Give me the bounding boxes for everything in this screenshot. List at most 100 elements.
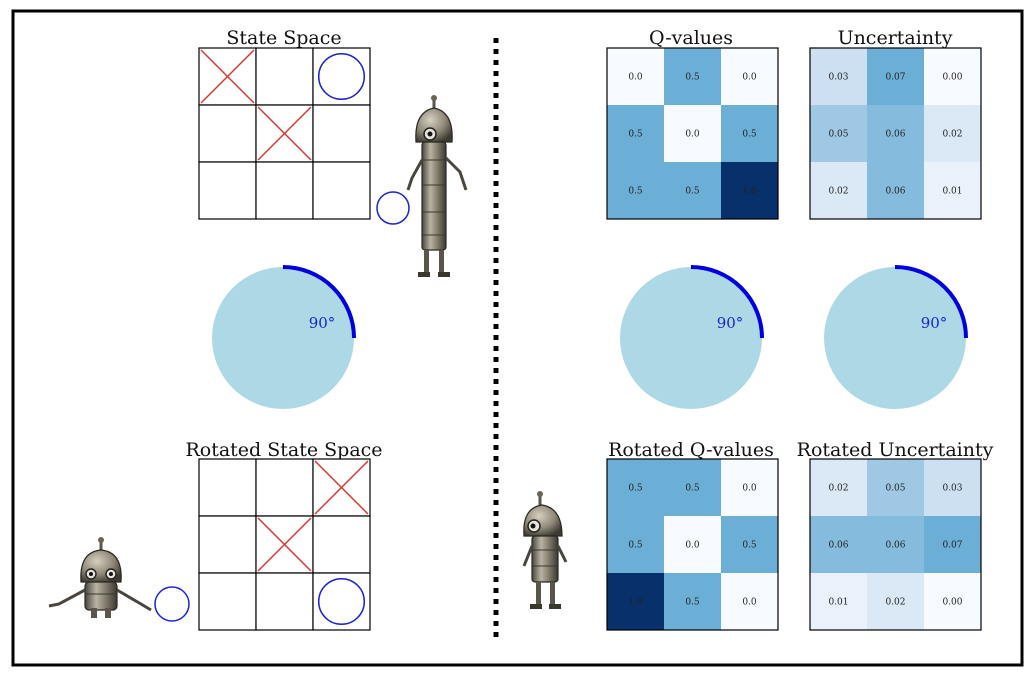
rotated-q-values-cell: 0.5 xyxy=(664,459,722,517)
rotated-uncertainty-value: 0.02 xyxy=(828,484,848,494)
uncertainty-value: 0.02 xyxy=(942,130,962,140)
rotated-uncertainty-cell: 0.02 xyxy=(810,459,868,517)
rotated-state-grid xyxy=(199,459,370,630)
uncertainty-value: 0.03 xyxy=(828,73,848,83)
uncertainty-value: 0.06 xyxy=(885,187,905,197)
rotated-q-values-value: 0.5 xyxy=(685,484,700,494)
q-values-value: 0.5 xyxy=(628,187,643,197)
rotated-q-values-cell: 0.5 xyxy=(607,516,665,574)
rotated-state-grid-cell xyxy=(313,573,370,630)
rotated-q-values-value: 0.0 xyxy=(742,484,757,494)
q-values-cell: 1.0 xyxy=(721,162,779,220)
state-grid-cell xyxy=(313,105,370,162)
state-grid-cell xyxy=(256,48,313,105)
q-values-value: 1.0 xyxy=(742,187,757,197)
uncertainty-cell: 0.05 xyxy=(810,105,868,163)
rotated-uncertainty-value: 0.06 xyxy=(828,541,848,551)
q-values-title: Q-values xyxy=(649,27,733,49)
rotated-state-grid-cell xyxy=(256,516,313,573)
rotation-angle-label: 90° xyxy=(309,314,336,332)
rotation-dial-u: 90° xyxy=(824,267,966,409)
uncertainty-heatmap: 0.03 0.07 0.00 0.05 0.06 0.02 0.02 0.06 0.01 xyxy=(810,48,982,220)
rotation-dial-q: 90° xyxy=(620,267,762,409)
uncertainty-value: 0.07 xyxy=(885,73,905,83)
uncertainty-cell: 0.06 xyxy=(867,105,925,163)
state-grid-cell xyxy=(199,162,256,219)
rotated-uncertainty-cell: 0.01 xyxy=(810,573,868,631)
rotated-uncertainty-cell: 0.06 xyxy=(810,516,868,574)
rotated-q-values-value: 1.0 xyxy=(628,598,643,608)
uncertainty-value: 0.06 xyxy=(885,130,905,140)
rotated-state-grid-cell xyxy=(256,459,313,516)
rotated-state-space: Rotated State Space xyxy=(185,439,382,630)
rotated-state-grid-cell xyxy=(313,459,370,516)
state-grid-cell xyxy=(256,105,313,162)
q-values-value: 0.0 xyxy=(628,73,643,83)
state-grid-cell xyxy=(313,48,370,105)
state-space-title: State Space xyxy=(226,27,341,49)
q-values-cell: 0.5 xyxy=(607,105,665,163)
rotation-dial: 90° xyxy=(212,267,354,409)
rotated-q-values-value: 0.5 xyxy=(628,484,643,494)
rotated-uncertainty-title: Rotated Uncertainty xyxy=(797,439,994,461)
rotated-q-values-cell: 0.0 xyxy=(664,516,722,574)
rotated-uncertainty-value: 0.07 xyxy=(942,541,962,551)
rotated-q-values-cell: 0.5 xyxy=(664,573,722,631)
uncertainty-cell: 0.07 xyxy=(867,48,925,106)
q-values-value: 0.5 xyxy=(742,130,757,140)
rotated-uncertainty-value: 0.02 xyxy=(885,598,905,608)
rotated-uncertainty-cell: 0.02 xyxy=(867,573,925,631)
q-values-cell: 0.5 xyxy=(607,162,665,220)
rotated-state-grid-cell xyxy=(313,516,370,573)
q-values-panel: Q-values 0.0 0.5 0.0 0.5 0.0 0.5 0.5 0.5 1.0 xyxy=(607,27,779,220)
q-values-heatmap: 0.0 0.5 0.0 0.5 0.0 0.5 0.5 0.5 1.0 xyxy=(607,48,779,220)
rotated-uncertainty-cell: 0.00 xyxy=(924,573,982,631)
rotation-angle-label-q: 90° xyxy=(717,314,744,332)
rotated-state-grid-cell xyxy=(256,573,313,630)
q-values-value: 0.5 xyxy=(685,73,700,83)
rotated-state-grid-cell xyxy=(199,516,256,573)
rotated-uncertainty-value: 0.03 xyxy=(942,484,962,494)
q-values-cell: 0.5 xyxy=(721,105,779,163)
q-values-value: 0.0 xyxy=(685,130,700,140)
rotated-q-values-title: Rotated Q-values xyxy=(608,439,774,461)
rotated-q-values-value: 0.0 xyxy=(742,598,757,608)
uncertainty-cell: 0.02 xyxy=(924,105,982,163)
uncertainty-cell: 0.00 xyxy=(924,48,982,106)
uncertainty-panel: Uncertainty 0.03 0.07 0.00 0.05 0.06 0.02 0.02… xyxy=(810,27,982,220)
rotated-q-values-cell: 0.5 xyxy=(607,459,665,517)
q-values-cell: 0.0 xyxy=(607,48,665,106)
q-values-cell: 0.5 xyxy=(664,48,722,106)
rotated-uncertainty-value: 0.00 xyxy=(942,598,962,608)
uncertainty-value: 0.02 xyxy=(828,187,848,197)
rotated-q-values-value: 0.0 xyxy=(685,541,700,551)
rotated-state-space-title: Rotated State Space xyxy=(185,439,382,461)
state-space: State Space xyxy=(199,27,370,219)
uncertainty-cell: 0.06 xyxy=(867,162,925,220)
state-grid-cell xyxy=(199,48,256,105)
rotated-state-grid-cell xyxy=(199,573,256,630)
uncertainty-cell: 0.01 xyxy=(924,162,982,220)
q-values-value: 0.5 xyxy=(685,187,700,197)
uncertainty-cell: 0.03 xyxy=(810,48,868,106)
rotated-q-values-cell: 0.0 xyxy=(721,573,779,631)
uncertainty-value: 0.01 xyxy=(942,187,962,197)
uncertainty-title: Uncertainty xyxy=(838,27,953,49)
rotated-q-values-cell: 0.5 xyxy=(721,516,779,574)
rotated-uncertainty-cell: 0.03 xyxy=(924,459,982,517)
rotated-q-values-value: 0.5 xyxy=(685,598,700,608)
state-grid-cell xyxy=(199,105,256,162)
uncertainty-value: 0.00 xyxy=(942,73,962,83)
rotated-uncertainty-value: 0.01 xyxy=(828,598,848,608)
rotated-uncertainty-cell: 0.05 xyxy=(867,459,925,517)
q-values-cell: 0.0 xyxy=(721,48,779,106)
q-values-cell: 0.0 xyxy=(664,105,722,163)
rotated-uncertainty-value: 0.05 xyxy=(885,484,905,494)
rotated-state-grid-cell xyxy=(199,459,256,516)
rotated-q-values-heatmap: 0.5 0.5 0.0 0.5 0.0 0.5 1.0 0.5 0.0 xyxy=(607,459,779,631)
rotated-q-values-cell: 0.0 xyxy=(721,459,779,517)
